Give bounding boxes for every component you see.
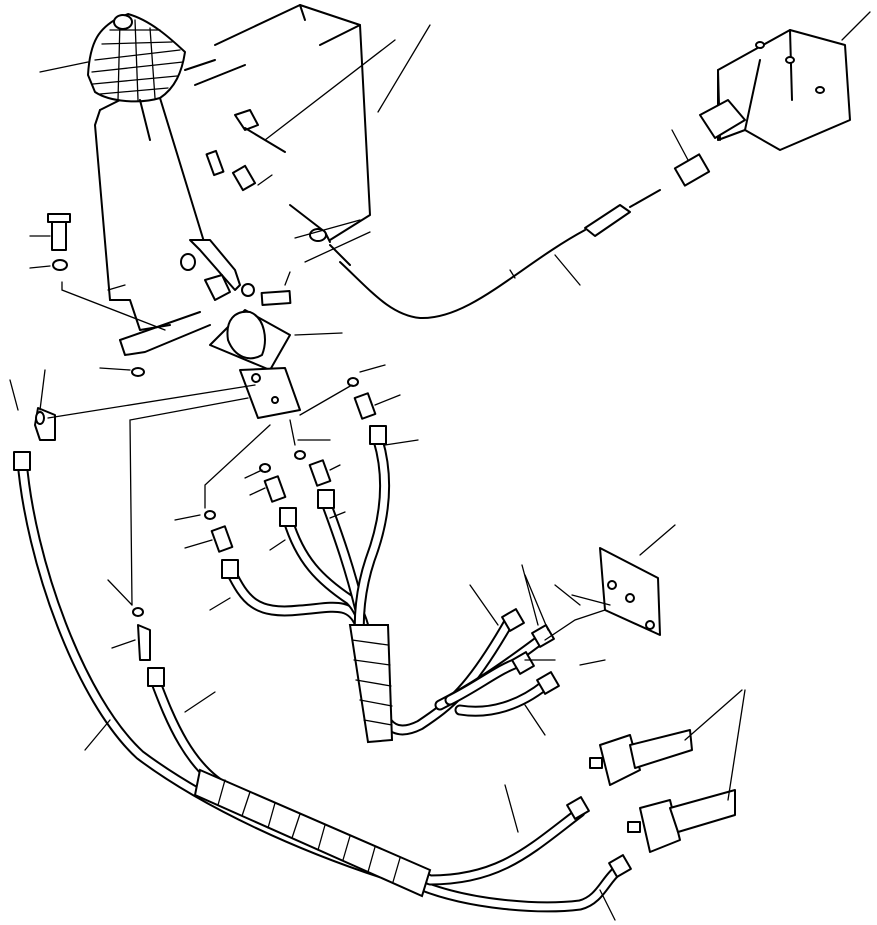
- control-lever-boot: [87, 13, 206, 246]
- mounting-bolt: [47, 149, 292, 306]
- hose-end-fittings: [13, 425, 632, 878]
- control-console-cover: [94, 4, 371, 356]
- lever-bracket: [180, 239, 241, 301]
- hose-bundle-wrap: [193, 624, 432, 898]
- o-ring: [35, 377, 359, 617]
- pilot-valve: [209, 309, 301, 419]
- leader-lines: [9, 11, 871, 921]
- cable-end-clevis: [231, 109, 351, 266]
- elbow-fitting: [34, 407, 151, 661]
- manifold-plate: [544, 547, 661, 666]
- washer: [52, 259, 255, 377]
- control-cable: [339, 153, 711, 320]
- ppc-valve: [589, 729, 736, 853]
- straight-fitting: [210, 392, 377, 553]
- main-control-valve: [699, 29, 851, 151]
